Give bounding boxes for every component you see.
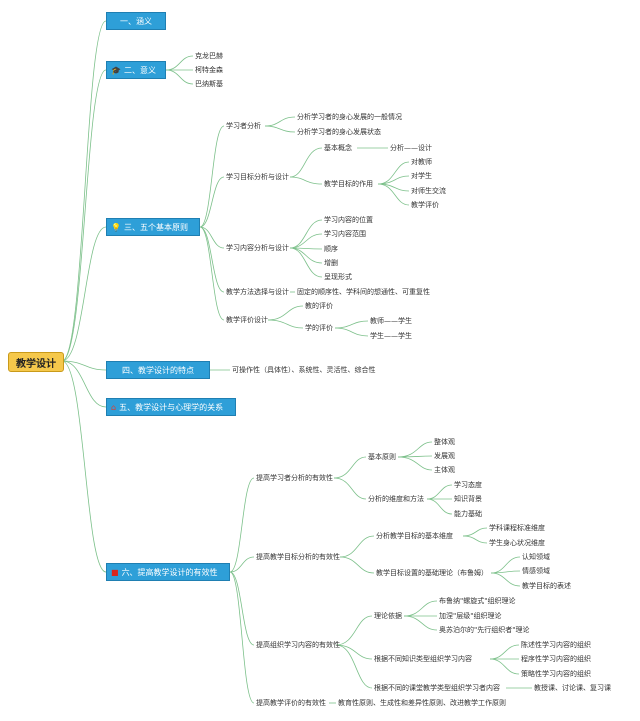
branch-features-label: 四、教学设计的特点 [122,365,194,375]
node-features-value[interactable]: 可操作性（具体性）、系统性、灵活性、综合性 [232,366,376,374]
node-content-analysis[interactable]: 学习内容分析与设计 [226,244,289,252]
branch-principles[interactable]: 💡三、五个基本原则 [106,218,200,236]
node-method-value[interactable]: 固定的顺序性、学科间的想通性、可重复性 [297,288,430,296]
node-eval-learn[interactable]: 学的评价 [305,324,333,332]
branch-significance[interactable]: 🎓二、意义 [106,61,166,79]
node-s1b[interactable]: 分析的维度和方法 [368,495,424,503]
node-s3a-2[interactable]: 加涅"层级"组织理论 [439,612,502,620]
node-s2a[interactable]: 分析教学目标的基本维度 [376,532,453,540]
node-s1[interactable]: 提高学习者分析的有效性 [256,474,333,482]
node-s3a[interactable]: 理论依据 [374,612,402,620]
node-s3b-2[interactable]: 程序性学习内容的组织 [521,655,591,663]
node-goal-role-teacher[interactable]: 对教师 [411,158,432,166]
node-s3b-1[interactable]: 陈述性学习内容的组织 [521,641,591,649]
node-s4-value[interactable]: 教育性原则、生成性和差异性原则、改进教学工作原则 [338,699,506,707]
lightbulb-icon: 💡 [111,222,121,232]
node-s3c-value[interactable]: 教授课、讨论课、复习课 [534,684,611,692]
branch-definition-label: 一、涵义 [120,16,152,26]
branch-features[interactable]: 四、教学设计的特点 [106,361,210,379]
node-s2b[interactable]: 教学目标设置的基础理论（布鲁姆） [376,569,488,577]
node-s2b-1[interactable]: 认知领域 [522,553,550,561]
node-content-item-5[interactable]: 呈现形式 [324,273,352,281]
node-s2a-2[interactable]: 学生身心状况维度 [489,539,545,547]
node-banathy[interactable]: 巴纳斯基 [195,80,223,88]
node-content-item-4[interactable]: 增删 [324,259,338,267]
node-s1b-3[interactable]: 能力基础 [454,510,482,518]
branch-definition[interactable]: 一、涵义 [106,12,166,30]
node-s3a-3[interactable]: 奥苏泊尔的"先行组织者"理论 [439,626,530,634]
node-s1b-1[interactable]: 学习态度 [454,481,482,489]
node-learner-item-2[interactable]: 分析学习者的身心发展状态 [297,128,381,136]
node-s1b-2[interactable]: 知识背景 [454,495,482,503]
node-goal-concept-value[interactable]: 分析——设计 [390,144,432,152]
branch-effectiveness-label: 六、提高教学设计的有效性 [121,567,218,577]
node-s3[interactable]: 提高组织学习内容的有效性 [256,641,340,649]
node-eval-learn-teacher-student[interactable]: 教师——学生 [370,317,412,325]
node-goal-role-student[interactable]: 对学生 [411,172,432,180]
node-method-design[interactable]: 教学方法选择与设计 [226,288,289,296]
node-goal-role-communication[interactable]: 对师生交流 [411,187,446,195]
node-s4[interactable]: 提高教学评价的有效性 [256,699,326,707]
node-s2b-3[interactable]: 教学目标的表述 [522,582,571,590]
node-s2b-2[interactable]: 情感领域 [522,567,550,575]
node-s1a-2[interactable]: 发展观 [434,452,455,460]
root-node[interactable]: 教学设计 [8,352,64,372]
node-s3b-3[interactable]: 策略性学习内容的组织 [521,670,591,678]
branch-effectiveness[interactable]: ■六、提高教学设计的有效性 [106,563,230,581]
house-icon: ⌂ [111,402,117,412]
node-learner-item-1[interactable]: 分析学习者的身心发展的一般情况 [297,113,402,121]
node-eval-teach[interactable]: 教的评价 [305,302,333,310]
node-atkinson[interactable]: 柯特金森 [195,66,223,74]
node-learner-analysis[interactable]: 学习者分析 [226,122,261,130]
node-s3b[interactable]: 根据不同知识类型组织学习内容 [374,655,472,663]
node-goal-analysis[interactable]: 学习目标分析与设计 [226,173,289,181]
node-goal-role[interactable]: 教学目标的作用 [324,180,373,188]
node-goal-role-evaluation[interactable]: 教学评价 [411,201,439,209]
node-eval-learn-student-student[interactable]: 学生——学生 [370,332,412,340]
hat-icon: 🎓 [111,65,121,75]
node-s2[interactable]: 提高教学目标分析的有效性 [256,553,340,561]
branch-psychology[interactable]: ⌂五、教学设计与心理学的关系 [106,398,236,416]
node-s2a-1[interactable]: 学科课程标准维度 [489,524,545,532]
node-s3a-1[interactable]: 布鲁纳"螺旋式"组织理论 [439,597,516,605]
branch-significance-label: 二、意义 [123,65,156,75]
node-s1a-1[interactable]: 整体观 [434,438,455,446]
flag-icon: ■ [111,567,119,577]
node-s1a-3[interactable]: 主体观 [434,466,455,474]
node-goal-concept[interactable]: 基本概念 [324,144,352,152]
node-evaluation-design[interactable]: 教学评价设计 [226,316,268,324]
node-s3c[interactable]: 根据不同的课堂教学类型组织学习者内容 [374,684,500,692]
node-content-item-2[interactable]: 学习内容范围 [324,230,366,238]
node-s1a[interactable]: 基本原则 [368,453,396,461]
node-cronbach[interactable]: 克龙巴赫 [195,52,223,60]
node-content-item-1[interactable]: 学习内容的位置 [324,216,373,224]
node-content-item-3[interactable]: 顺序 [324,245,338,253]
branch-psychology-label: 五、教学设计与心理学的关系 [119,402,224,412]
branch-principles-label: 三、五个基本原则 [123,222,188,232]
